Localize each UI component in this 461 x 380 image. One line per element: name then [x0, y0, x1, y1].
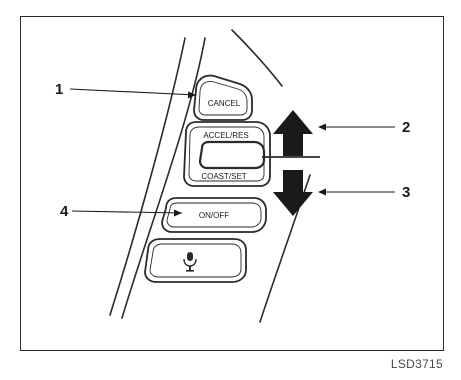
cancel-label: CANCEL [208, 99, 241, 108]
accel-res-label: ACCEL/RES [203, 131, 248, 140]
callout-1: 1 [55, 81, 64, 98]
rocker-center-paddle[interactable] [198, 140, 266, 170]
callout-4: 4 [60, 203, 69, 220]
figure-code: LSD3715 [390, 357, 443, 371]
voice-button[interactable] [144, 238, 247, 283]
leader-line-4 [71, 210, 183, 214]
spoke-inner-edge [121, 37, 206, 319]
down-arrow-icon [273, 170, 313, 216]
arrowhead-1 [188, 91, 196, 99]
on-off-label: ON/OFF [199, 211, 229, 220]
spoke-outer-edge [109, 37, 186, 316]
cancel-button[interactable]: CANCEL [193, 74, 253, 121]
on-off-button[interactable]: ON/OFF [161, 197, 267, 233]
arrowhead-3 [318, 188, 326, 196]
callout-3: 3 [402, 184, 411, 201]
leader-line-1 [69, 88, 197, 96]
steering-wheel-outline [109, 29, 311, 323]
arrowhead-2 [318, 123, 326, 131]
callout-2: 2 [402, 119, 411, 136]
accel-coast-rocker[interactable]: ACCEL/RES COAST/SET [183, 121, 271, 187]
up-arrow-icon [273, 110, 313, 156]
coast-set-label: COAST/SET [201, 172, 246, 181]
wheel-rim-edge [231, 29, 283, 87]
leader-lines [69, 88, 395, 214]
arrowhead-4 [174, 209, 182, 217]
leader-arrowheads [174, 91, 326, 217]
microphone-icon [183, 252, 197, 272]
